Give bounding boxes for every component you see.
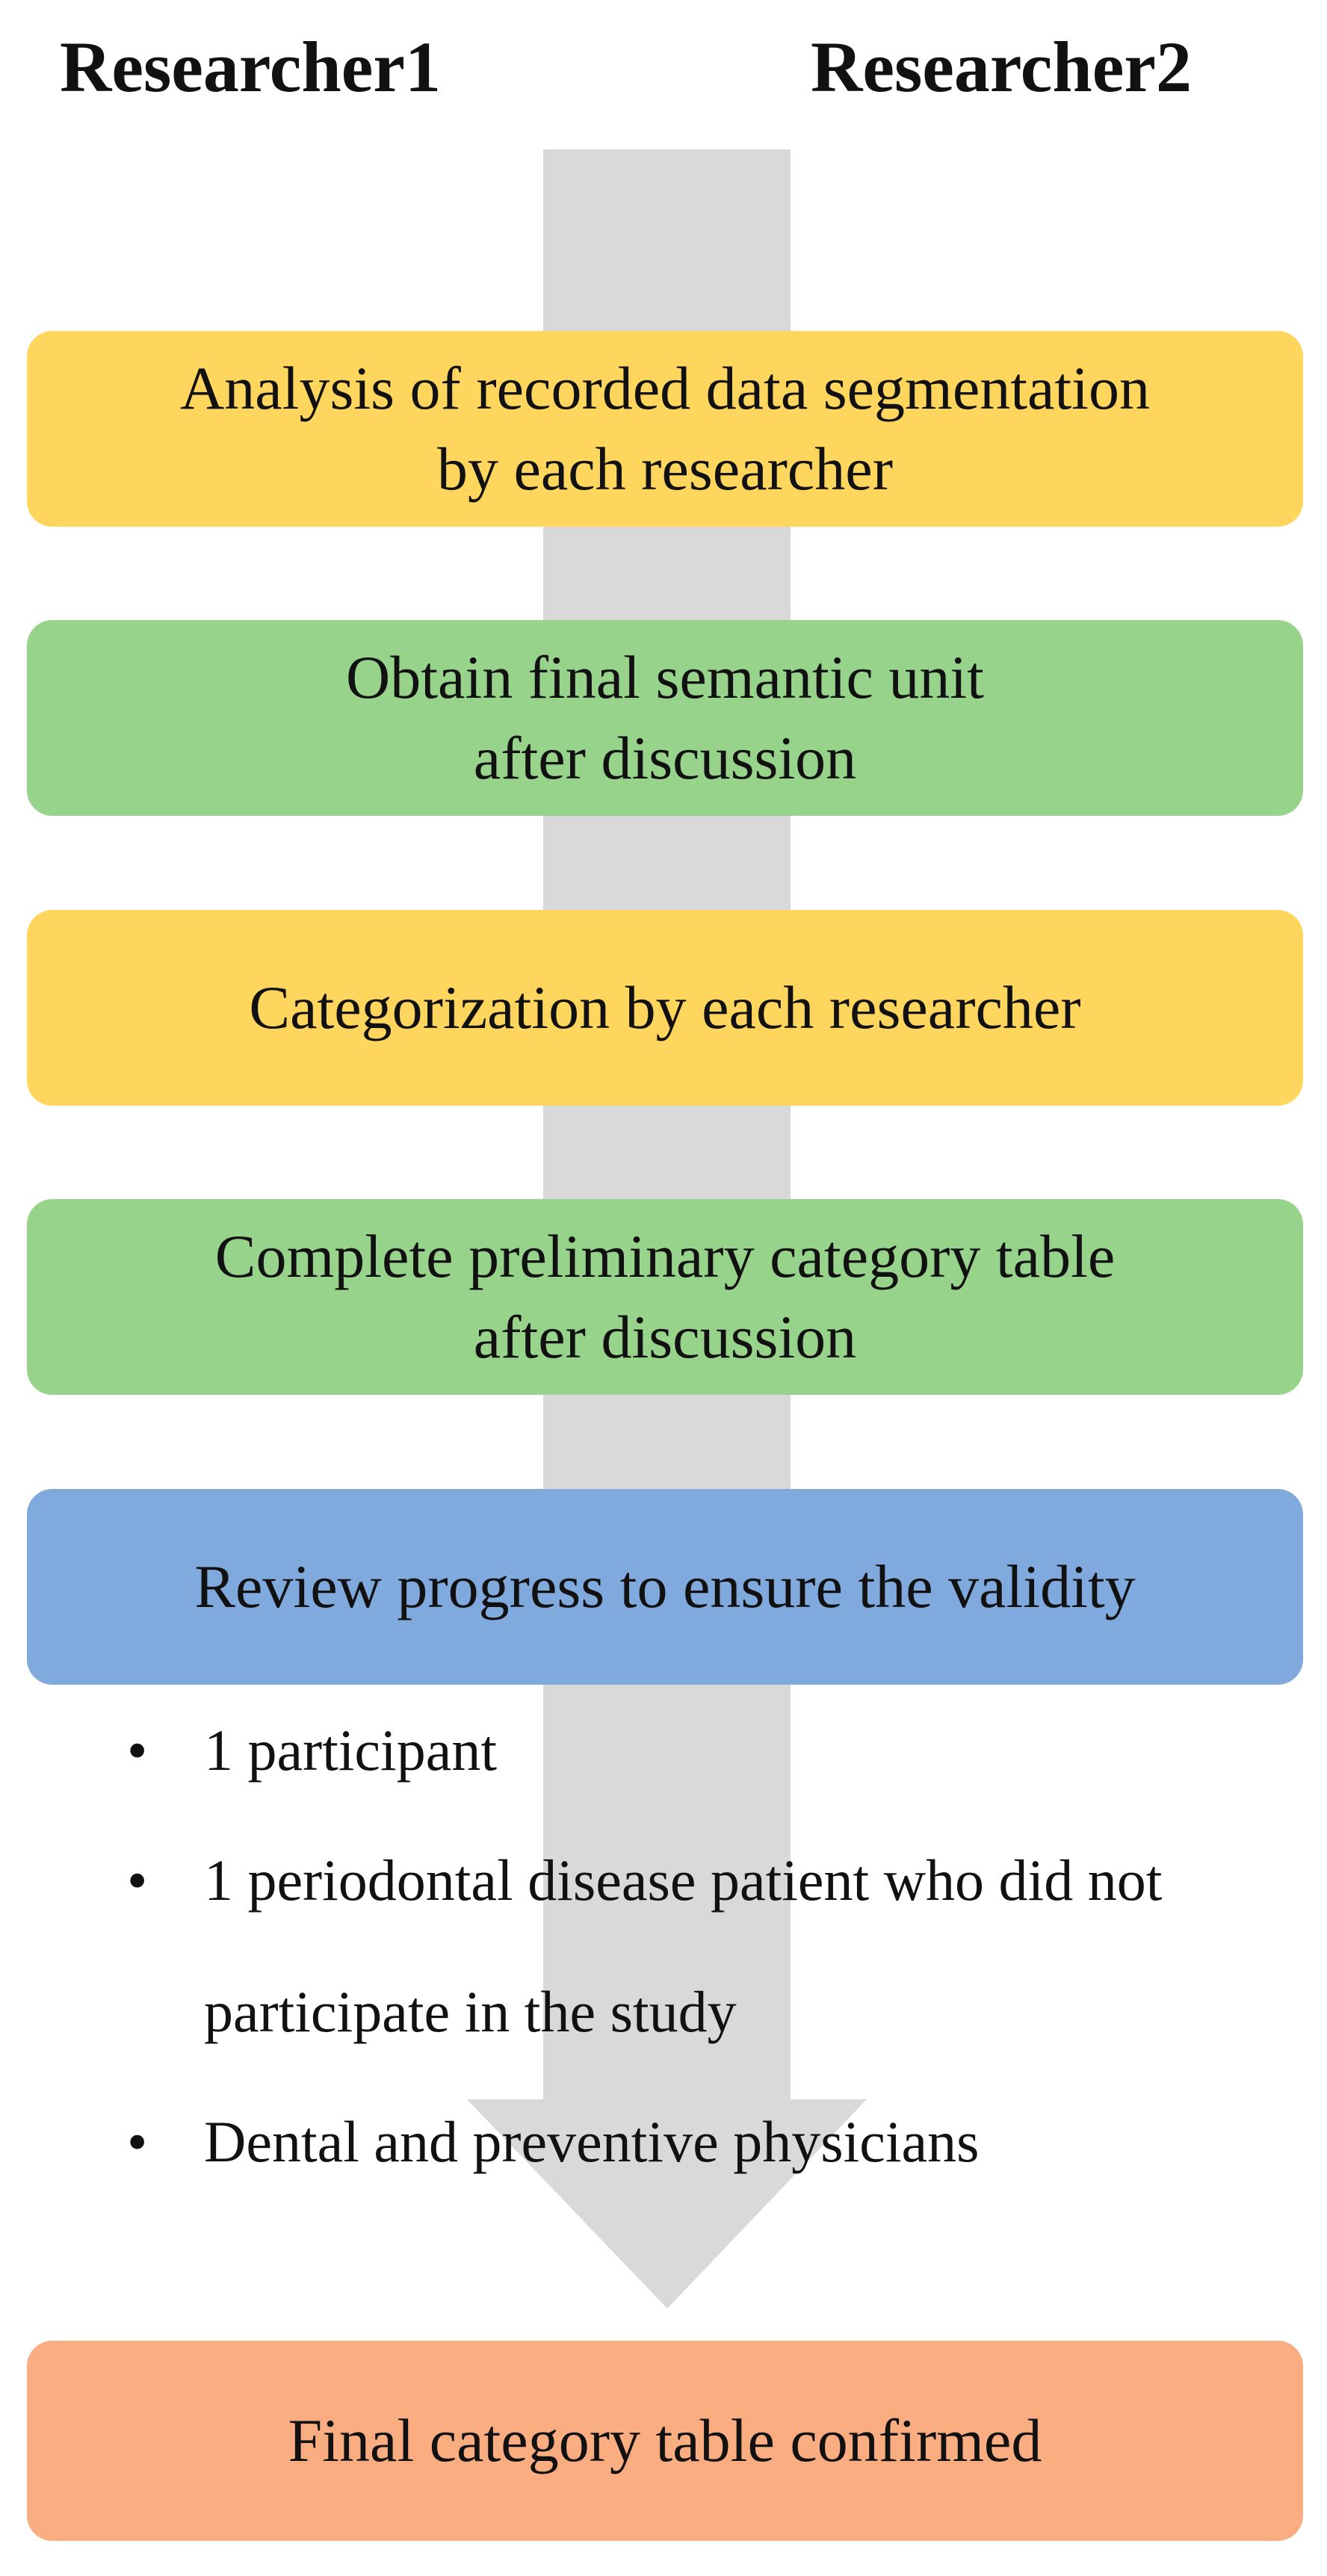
step-review-validity: Review progress to ensure the validity <box>27 1489 1303 1685</box>
step-line: Complete preliminary category table <box>214 1222 1116 1290</box>
reviewer-text: 1 periodontal disease patient who did no… <box>204 1848 1163 2044</box>
step-line: Categorization by each researcher <box>249 973 1081 1041</box>
step-text: Categorization by each researcher <box>249 967 1080 1048</box>
step-line: Analysis of recorded data segmentation <box>180 354 1150 422</box>
step-segmentation-analysis: Analysis of recorded data segmentation b… <box>27 331 1303 527</box>
reviewer-list-item: • Dental and preventive physicians <box>127 2110 1293 2174</box>
researcher1-label: Researcher1 <box>60 27 441 107</box>
researcher2-label: Researcher2 <box>811 27 1192 107</box>
reviewer-text: 1 participant <box>204 1718 498 1783</box>
step-text: Review progress to ensure the validity <box>194 1546 1135 1627</box>
step-text: Obtain final semantic unit after discuss… <box>346 637 984 799</box>
step-line: by each researcher <box>437 435 893 503</box>
step-line: Final category table confirmed <box>288 2406 1042 2474</box>
step-text: Analysis of recorded data segmentation b… <box>180 348 1150 510</box>
step-line: Obtain final semantic unit <box>346 643 984 711</box>
bullet-icon: • <box>127 1848 148 1913</box>
step-text: Complete preliminary category table afte… <box>215 1216 1116 1378</box>
step-line: after discussion <box>473 724 857 792</box>
bullet-icon: • <box>127 2109 148 2174</box>
step-line: after discussion <box>473 1303 857 1371</box>
step-categorization: Categorization by each researcher <box>27 910 1303 1106</box>
step-preliminary-table: Complete preliminary category table afte… <box>27 1199 1303 1395</box>
step-final-table: Final category table confirmed <box>27 2341 1303 2541</box>
reviewer-list: • 1 participant • 1 periodontal disease … <box>127 1718 1293 2240</box>
bullet-icon: • <box>127 1718 148 1783</box>
reviewer-list-item: • 1 periodontal disease patient who did … <box>127 1815 1293 2078</box>
step-text: Final category table confirmed <box>288 2400 1042 2481</box>
step-semantic-unit: Obtain final semantic unit after discuss… <box>27 620 1303 816</box>
reviewer-text: Dental and preventive physicians <box>204 2109 980 2174</box>
step-line: Review progress to ensure the validity <box>194 1552 1136 1620</box>
reviewer-list-item: • 1 participant <box>127 1718 1293 1783</box>
